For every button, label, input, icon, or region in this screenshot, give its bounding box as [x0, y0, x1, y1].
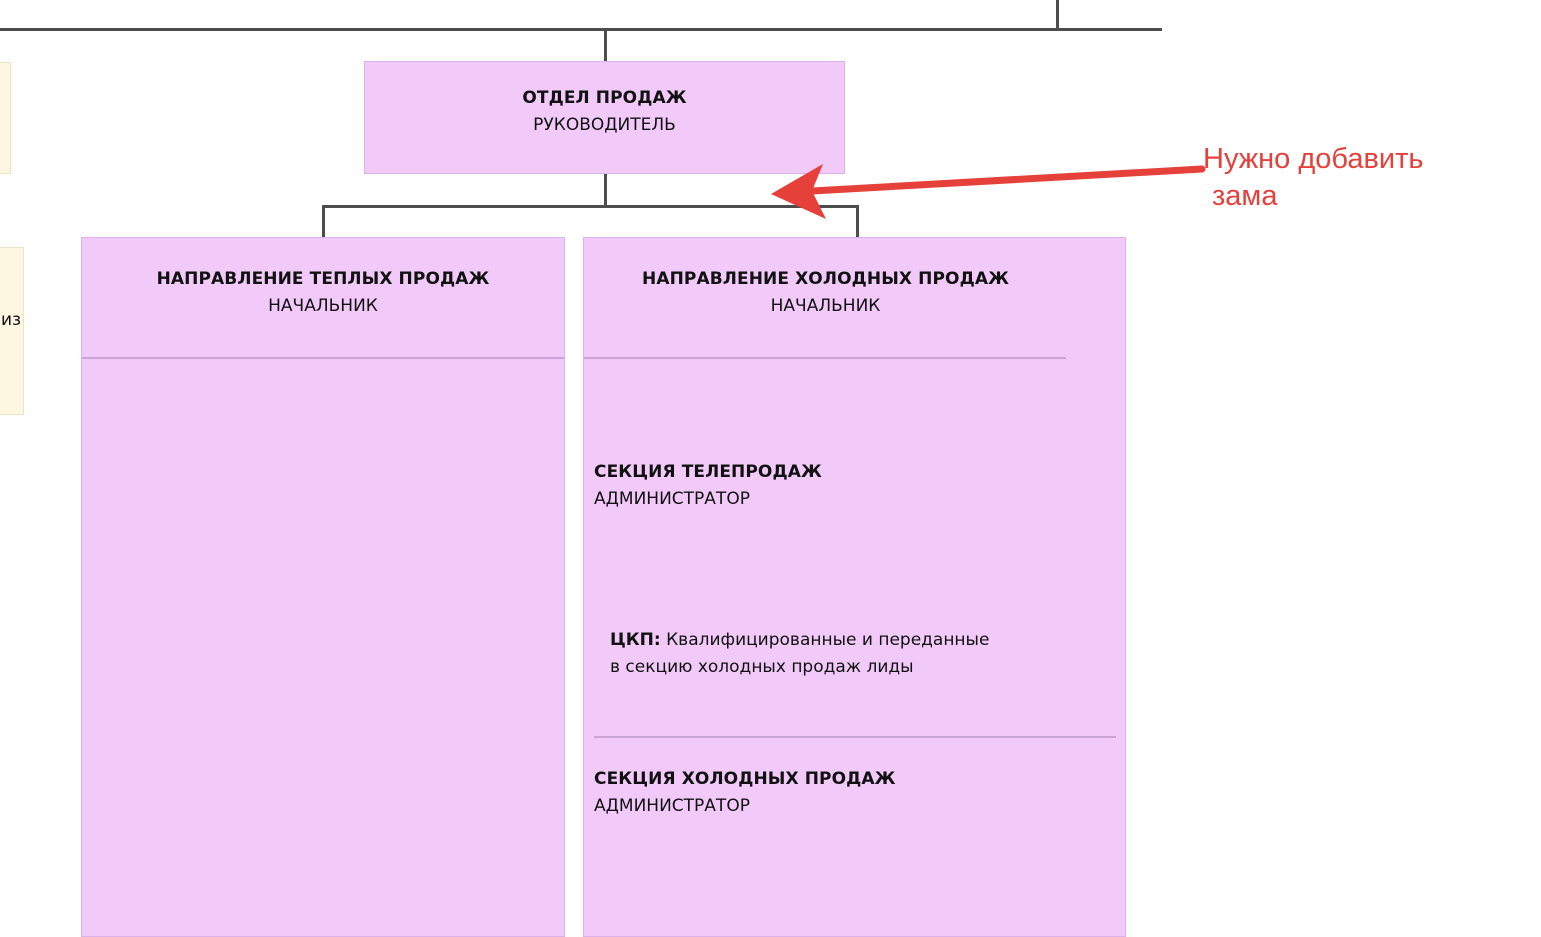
sales-dept-down-connector	[604, 172, 607, 207]
top-right-vertical-connector	[1056, 0, 1059, 30]
top-horizontal-connector	[0, 28, 1162, 31]
branches-horizontal-connector	[322, 205, 859, 208]
cold-section-title: СЕКЦИЯ ХОЛОДНЫХ ПРОДАЖ	[594, 769, 896, 789]
annotation-line2: зама	[1212, 180, 1278, 212]
sales-department-title: ОТДЕЛ ПРОДАЖ	[522, 88, 687, 108]
cold-sales-connector	[856, 205, 859, 239]
warm-sales-title: НАПРАВЛЕНИЕ ТЕПЛЫХ ПРОДАЖ	[156, 269, 490, 289]
sales-department-node[interactable]: ОТДЕЛ ПРОДАЖ РУКОВОДИТЕЛЬ	[364, 61, 845, 174]
ckp-label: ЦКП:	[610, 630, 661, 650]
telesales-ckp: ЦКП: Квалифицированные и переданные в се…	[610, 627, 989, 681]
cold-sales-section[interactable]: СЕКЦИЯ ХОЛОДНЫХ ПРОДАЖ АДМИНИСТРАТОР	[594, 766, 896, 820]
telesales-role: АДМИНИСТРАТОР	[594, 489, 750, 509]
cold-section-role: АДМИНИСТРАТОР	[594, 796, 750, 816]
annotation-line1: Нужно добавить	[1203, 143, 1424, 175]
sections-divider	[594, 736, 1116, 738]
cold-sales-header-divider	[584, 357, 1066, 359]
telesales-section[interactable]: СЕКЦИЯ ТЕЛЕПРОДАЖ АДМИНИСТРАТОР	[594, 459, 822, 513]
annotation-note: Нужно добавить зама	[1203, 141, 1424, 215]
cold-sales-role: НАЧАЛЬНИК	[770, 296, 881, 316]
left-partial-node-text: из	[1, 310, 22, 330]
cold-sales-node[interactable]: НАПРАВЛЕНИЕ ХОЛОДНЫХ ПРОДАЖ НАЧАЛЬНИК СЕ…	[583, 237, 1126, 937]
telesales-title: СЕКЦИЯ ТЕЛЕПРОДАЖ	[594, 462, 822, 482]
left-partial-node-bottom: из	[0, 247, 24, 415]
sales-dept-up-connector	[604, 30, 607, 62]
warm-sales-role: НАЧАЛЬНИК	[268, 296, 378, 316]
warm-sales-connector	[322, 205, 325, 239]
warm-sales-divider	[82, 357, 564, 359]
warm-sales-node[interactable]: НАПРАВЛЕНИЕ ТЕПЛЫХ ПРОДАЖ НАЧАЛЬНИК	[81, 237, 565, 937]
ckp-text-line1: Квалифицированные и переданные	[666, 630, 990, 650]
ckp-text-line2: в секцию холодных продаж лиды	[610, 657, 914, 677]
sales-department-role: РУКОВОДИТЕЛЬ	[533, 115, 676, 135]
cold-sales-title: НАПРАВЛЕНИЕ ХОЛОДНЫХ ПРОДАЖ	[642, 269, 1009, 289]
left-partial-node-top	[0, 62, 11, 174]
